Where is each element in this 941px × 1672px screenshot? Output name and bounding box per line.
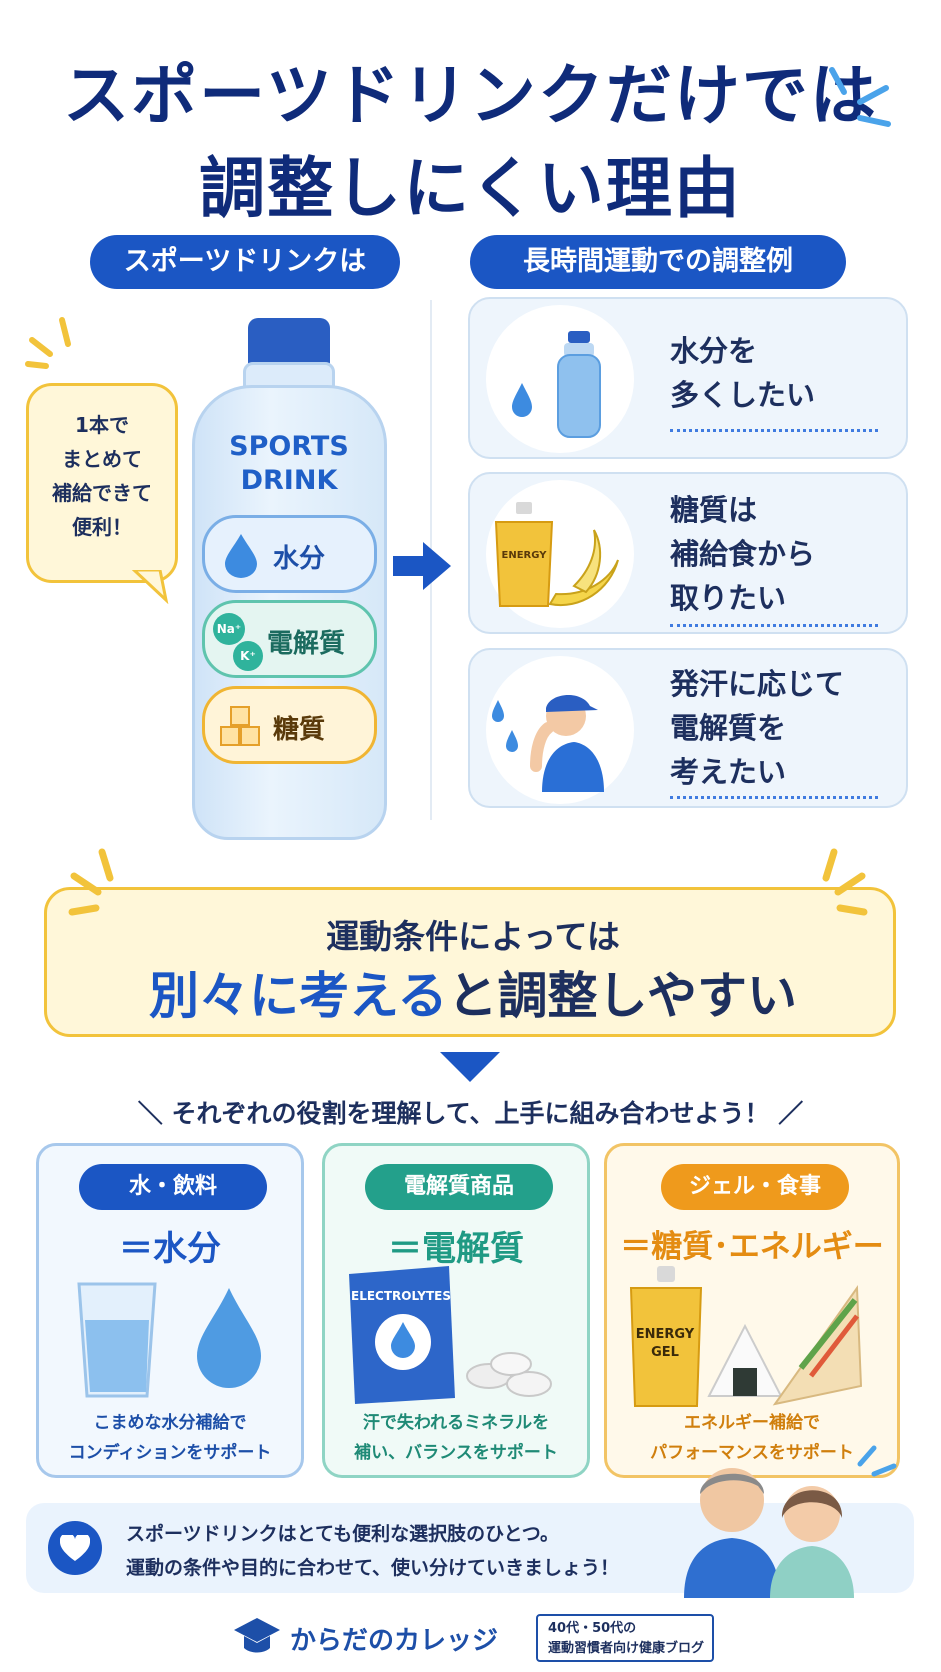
role-card-desc-line: 補い、バランスをサポート <box>354 1443 558 1463</box>
role-card-water: 水・飲料 ＝水分 こまめな水分補給で コンディションをサポート <box>36 1143 304 1478</box>
role-card-electrolyte: 電解質商品 ＝電解質 ELECTROLYTES 汗で失われるミネラルを 補い、バ… <box>322 1143 590 1478</box>
footer-badge: 40代・50代の 運動習慣者向け健康ブログ <box>536 1614 714 1662</box>
footer-brand: からだのカレッジ <box>290 1626 499 1656</box>
adjust-card-line: 水分を <box>670 334 758 368</box>
sugar-cube-icon <box>220 706 260 746</box>
adjust-card-line: 多くしたい <box>670 378 816 412</box>
energy-pouch-label: ENERGY <box>502 550 548 561</box>
adjust-card-line: 電解質を <box>670 711 787 745</box>
speech-bubble: 1本で まとめて 補給できて 便利！ <box>26 383 178 583</box>
water-glass-icon <box>77 1282 261 1398</box>
adjust-card-line: 考えたい <box>670 755 787 789</box>
gel-onigiri-sandwich-icon: ENERGY GEL <box>629 1266 863 1407</box>
banner-highlight: 別々に考える <box>149 967 448 1025</box>
component-electrolyte-label: 電解質 <box>267 629 346 659</box>
sodium-ion-icon: Na⁺ <box>213 613 245 645</box>
adjust-card-image <box>486 656 634 804</box>
role-card-pill: 水・飲料 <box>79 1164 267 1210</box>
sparkle-icon-left <box>25 317 71 369</box>
adjust-card-water: 水分を 多くしたい <box>468 297 908 459</box>
adjust-card-image: ENERGY <box>486 480 634 628</box>
component-electrolyte: Na⁺ K⁺ 電解質 <box>202 600 377 678</box>
speech-line: 便利！ <box>72 515 132 539</box>
energy-gel-label-2: GEL <box>651 1345 679 1360</box>
bottle-cap <box>248 318 330 368</box>
adjust-card-text: 水分を 多くしたい <box>670 329 815 417</box>
banner-line-2: 別々に考えると調整しやすい <box>47 956 899 1028</box>
down-arrow-icon <box>440 1052 500 1082</box>
role-card-pill: ジェル・食事 <box>661 1164 849 1210</box>
bottle-label-line-1: SPORTS <box>229 431 349 462</box>
adjust-card-sugar: ENERGY 糖質は 補給食から 取りたい <box>468 472 908 634</box>
arrow-right-icon <box>393 542 451 590</box>
role-card-gel: ジェル・食事 ＝糖質･エネルギー ENERGY GEL エネルギー補給で パフォ… <box>604 1143 900 1478</box>
adjust-card-text: 糖質は 補給食から 取りたい <box>670 488 815 620</box>
adjust-card-line: 取りたい <box>670 581 787 615</box>
role-card-desc-line: コンディションをサポート <box>68 1443 272 1463</box>
role-card-desc-line: こまめな水分補給で <box>93 1413 247 1433</box>
component-water-label: 水分 <box>273 544 326 574</box>
key-message-banner: 運動条件によっては 別々に考えると調整しやすい <box>44 887 896 1037</box>
couple-illustration <box>684 1468 854 1598</box>
sparkle-icon <box>829 67 891 127</box>
adjust-card-text: 発汗に応じて 電解質を 考えたい <box>670 662 844 794</box>
speech-line: 補給できて <box>52 481 152 505</box>
role-card-desc: エネルギー補給で パフォーマンスをサポート <box>607 1408 897 1468</box>
sparkle-icon-banner-left <box>68 848 114 916</box>
page-title-line-1: スポーツドリンクだけでは <box>63 57 878 134</box>
electrolyte-pack-label: ELECTROLYTES <box>351 1289 451 1303</box>
dotted-divider <box>670 429 878 432</box>
banner-line-1: 運動条件によっては <box>326 917 620 956</box>
role-card-value: ＝糖質･エネルギー <box>620 1229 884 1265</box>
bottle-label-line-2: DRINK <box>240 465 338 496</box>
bottle-label: SPORTS DRINK <box>200 430 378 498</box>
sparkle-icon-note <box>857 1445 897 1477</box>
adjust-card-line: 発汗に応じて <box>670 667 845 701</box>
component-sugar-label: 糖質 <box>273 715 326 745</box>
footer-badge-line-1: 40代・50代の <box>548 1621 637 1636</box>
water-bottle-icon <box>512 331 601 438</box>
dotted-divider <box>670 624 878 627</box>
right-section-pill: 長時間運動での調整例 <box>470 235 846 289</box>
role-card-desc: 汗で失われるミネラルを 補い、バランスをサポート <box>325 1408 587 1468</box>
graduation-cap-icon <box>234 1618 280 1653</box>
dotted-divider <box>670 796 878 799</box>
speech-line: まとめて <box>62 447 142 471</box>
sparkle-icon-banner-right <box>822 848 868 916</box>
adjust-card-image <box>486 305 634 453</box>
role-card-pill: 電解質商品 <box>365 1164 553 1210</box>
electrolyte-pack-icon: ELECTROLYTES <box>349 1266 552 1404</box>
role-card-desc-line: 汗で失われるミネラルを <box>362 1413 550 1433</box>
role-card-desc-line: エネルギー補給で <box>684 1413 820 1433</box>
banner-rest: と調整しやすい <box>447 967 798 1025</box>
energy-gel-label-1: ENERGY <box>636 1327 695 1342</box>
page-title-line-2: 調整しにくい理由 <box>199 150 742 227</box>
heart-icon <box>48 1521 102 1575</box>
sweating-runner-icon <box>492 694 604 792</box>
adjust-card-line: 糖質は <box>670 493 758 527</box>
closing-note-line-2: 運動の条件や目的に合わせて、使い分けていきましょう！ <box>126 1557 620 1579</box>
potassium-ion-icon: K⁺ <box>233 641 263 671</box>
role-card-desc: こまめな水分補給で コンディションをサポート <box>39 1408 301 1468</box>
adjust-card-electrolyte: 発汗に応じて 電解質を 考えたい <box>468 648 908 808</box>
water-drop-icon <box>225 534 257 578</box>
heart-shape-icon <box>60 1535 90 1561</box>
footer-badge-line-2: 運動習慣者向け健康ブログ <box>548 1641 705 1656</box>
energy-gel-banana-icon: ENERGY <box>494 502 619 607</box>
role-card-desc-line: パフォーマンスをサポート <box>650 1443 854 1463</box>
left-section-pill: スポーツドリンクは <box>90 235 400 289</box>
role-card-value: ＝電解質 <box>388 1229 524 1269</box>
component-sugar: 糖質 <box>202 686 377 764</box>
adjust-card-line: 補給食から <box>670 537 816 571</box>
speech-line: 1本で <box>75 413 129 437</box>
component-water: 水分 <box>202 515 377 593</box>
role-card-value: ＝水分 <box>119 1229 221 1269</box>
sub-headline: ＼ それぞれの役割を理解して、上手に組み合わせよう！ ／ <box>137 1099 804 1128</box>
closing-note-line-1: スポーツドリンクはとても便利な選択肢のひとつ。 <box>126 1523 560 1545</box>
speech-bubble-tail <box>131 570 169 604</box>
